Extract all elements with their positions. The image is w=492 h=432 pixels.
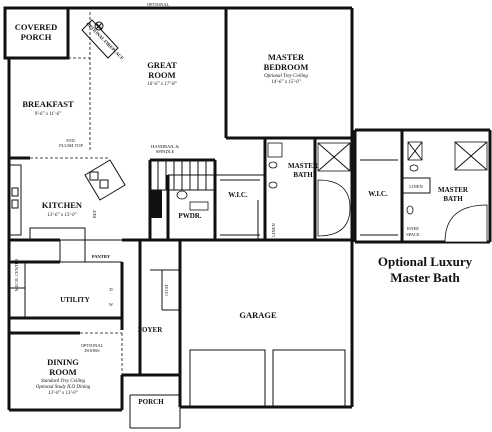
kitchen-label: KITCHEN bbox=[42, 200, 83, 210]
dining-room-label: DINING bbox=[47, 357, 79, 367]
std-flush-top-note-2: FLUSH TOP bbox=[59, 143, 83, 148]
powder-room-label: PWDR. bbox=[178, 212, 201, 220]
foyer-label: FOYER bbox=[138, 326, 163, 334]
inset-knee-space-label-2: SPACE bbox=[406, 232, 420, 237]
porch-label: PORCH bbox=[138, 398, 164, 406]
master-bath-label: MASTER bbox=[288, 162, 319, 170]
std-flush-top-note: STD. bbox=[66, 138, 76, 143]
great-room-label: GREAT bbox=[147, 60, 177, 70]
handrail-note: HANDRAIL & bbox=[151, 144, 179, 149]
mech-center-label: MECH. CENTER bbox=[14, 259, 19, 292]
bath-fixtures bbox=[176, 142, 351, 237]
great-room-dim: 16'-6" x 17'-8" bbox=[147, 82, 177, 87]
utility-label: UTILITY bbox=[60, 296, 90, 304]
dryer-label: D bbox=[109, 287, 113, 292]
inset-wic-label: W.I.C. bbox=[368, 190, 388, 198]
optional-top-note: OPTIONAL bbox=[147, 2, 170, 7]
stairs bbox=[149, 159, 216, 218]
dining-room-note-2: Optional Study ILO Dining bbox=[36, 385, 91, 390]
master-bedroom-note: Optional Trey Ceiling bbox=[264, 74, 308, 79]
pantry-label: PANTRY bbox=[92, 254, 111, 259]
handrail-note-2: SPINDLE bbox=[156, 149, 175, 154]
garage-label: GARAGE bbox=[239, 310, 277, 320]
breakfast-label: BREAKFAST bbox=[22, 99, 74, 109]
inset-master-bath-label: MASTER bbox=[438, 186, 469, 194]
linen-note: LINEN bbox=[271, 223, 276, 237]
wic-label: W.I.C. bbox=[228, 191, 248, 199]
optional-doors-note: OPTIONAL bbox=[81, 343, 104, 348]
ref-label: REF bbox=[92, 209, 97, 218]
washer-label: W bbox=[109, 302, 114, 307]
covered-porch-label: COVERED bbox=[15, 22, 58, 32]
dining-room-dim: 13'-0" x 13'-0" bbox=[48, 391, 78, 396]
kitchen-dim: 13'-6" x 13'-0" bbox=[47, 213, 77, 218]
breakfast-dim: 9'-6" x 11'-6" bbox=[35, 112, 62, 117]
fireplace-symbol bbox=[81, 19, 119, 59]
master-bath-label-2: BATH bbox=[293, 171, 313, 179]
inset-master-bath bbox=[353, 128, 492, 244]
great-room-label-2: ROOM bbox=[148, 70, 175, 80]
inset-linen-label: LINEN bbox=[409, 184, 423, 189]
coat-closet-label: COAT bbox=[164, 284, 169, 296]
dining-room-note-1: Standard Trey Ceiling bbox=[41, 379, 86, 384]
covered-porch-label-2: PORCH bbox=[21, 32, 52, 42]
master-bedroom-dim: 14'-6" x 15'-0" bbox=[271, 80, 301, 85]
optional-doors-note-2: DOORS bbox=[84, 348, 100, 353]
dining-room-label-2: ROOM bbox=[49, 367, 76, 377]
inset-title: Optional Luxury bbox=[378, 254, 473, 269]
master-bedroom-label: MASTER bbox=[268, 52, 305, 62]
master-bedroom-label-2: BEDROOM bbox=[264, 62, 309, 72]
inset-master-bath-label-2: BATH bbox=[443, 195, 463, 203]
kitchen-counters bbox=[8, 159, 126, 241]
inset-title-2: Master Bath bbox=[390, 270, 460, 285]
inset-knee-space-label: KNEE bbox=[407, 226, 419, 231]
